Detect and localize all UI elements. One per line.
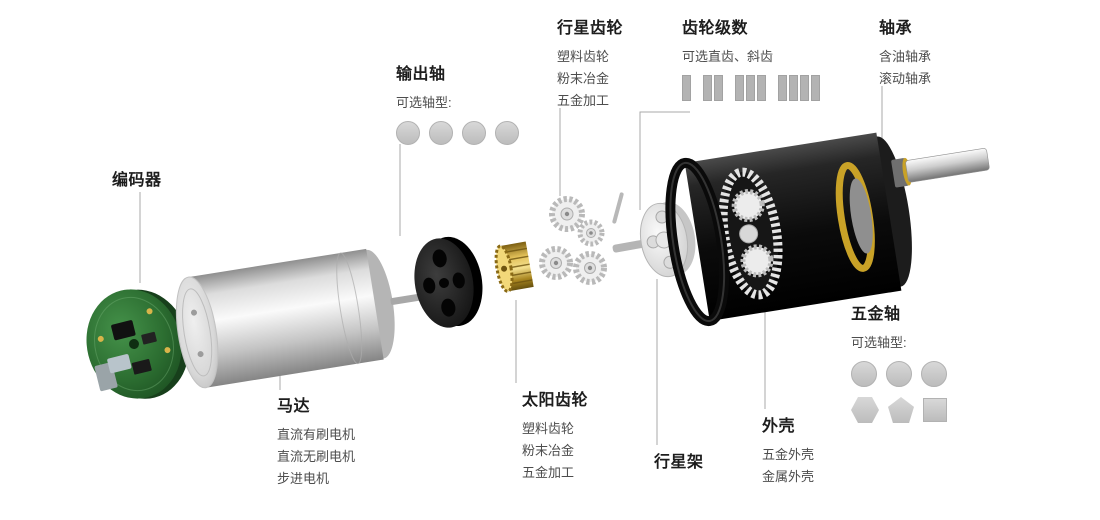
planet-gears-part <box>539 192 624 285</box>
metal-shaft-type-icons-row2 <box>851 397 947 423</box>
sun-gear-part <box>494 241 534 293</box>
output-shaft-type-icons <box>396 121 519 145</box>
shaft-type-circle-icon <box>851 361 877 387</box>
output-shaft-part <box>891 148 990 188</box>
shaft-type-pentagon-icon <box>888 397 914 423</box>
gear-pin <box>612 192 624 224</box>
gear-stages-title: 齿轮级数 <box>682 20 749 37</box>
leader-lines <box>139 86 883 445</box>
shaft-type-square-icon <box>923 398 947 422</box>
planetary-gear-option: 五金加工 <box>557 93 610 108</box>
metal-shaft-title: 五金轴 <box>851 306 901 323</box>
stage-icon-1 <box>682 75 691 101</box>
sun-gear-option: 粉末冶金 <box>522 443 575 458</box>
housing-title: 外壳 <box>762 418 796 435</box>
gear-stages-subtitle: 可选直齿、斜齿 <box>682 49 774 64</box>
motor-body-part <box>175 248 425 389</box>
bearing-option: 含油轴承 <box>879 49 932 64</box>
shaft-type-circle-icon <box>396 121 420 145</box>
label-planet-carrier: 行星架 <box>654 448 704 472</box>
motor-title: 马达 <box>277 398 311 415</box>
planet-carrier-title: 行星架 <box>654 454 704 471</box>
motor-option: 直流无刷电机 <box>277 449 356 464</box>
housing-option: 五金外壳 <box>762 447 815 462</box>
planet-carrier-part <box>612 201 696 278</box>
label-gear-stages: 齿轮级数 可选直齿、斜齿 <box>682 14 820 101</box>
bearing-title: 轴承 <box>879 20 913 37</box>
label-sun-gear: 太阳齿轮 塑料齿轮 粉末冶金 五金加工 <box>522 386 588 484</box>
planetary-gear-option: 粉末冶金 <box>557 71 610 86</box>
label-housing: 外壳 五金外壳 金属外壳 <box>762 412 814 488</box>
label-metal-shaft: 五金轴 可选轴型: <box>851 300 947 423</box>
label-motor: 马达 直流有刷电机 直流无刷电机 步进电机 <box>277 392 355 490</box>
planetary-gear-option: 塑料齿轮 <box>557 49 610 64</box>
gearbox-end-cap-part <box>414 236 483 328</box>
shaft-type-circle-icon <box>886 361 912 387</box>
sun-gear-option: 塑料齿轮 <box>522 421 575 436</box>
housing-option: 金属外壳 <box>762 469 815 484</box>
output-shaft-subtitle: 可选轴型: <box>396 95 452 110</box>
shaft-type-circle-icon <box>495 121 519 145</box>
encoder-pcb-part <box>86 289 189 399</box>
planetary-gear-title: 行星齿轮 <box>557 20 624 37</box>
encoder-title: 编码器 <box>112 172 162 189</box>
metal-shaft-subtitle: 可选轴型: <box>851 335 907 350</box>
stage-icon-3 <box>735 75 766 101</box>
shaft-type-hexagon-icon <box>851 397 879 423</box>
bearing-option: 滚动轴承 <box>879 71 932 86</box>
label-planetary-gear: 行星齿轮 塑料齿轮 粉末冶金 五金加工 <box>557 14 623 112</box>
label-bearing: 轴承 含油轴承 滚动轴承 <box>879 14 931 90</box>
sun-gear-option: 五金加工 <box>522 465 575 480</box>
gear-stage-count-icons <box>682 75 820 101</box>
metal-shaft-type-icons-row1 <box>851 361 947 387</box>
output-shaft-title: 输出轴 <box>396 66 446 83</box>
housing-part <box>665 132 912 327</box>
label-encoder: 编码器 <box>112 166 162 190</box>
shaft-type-circle-icon <box>462 121 486 145</box>
motor-option: 直流有刷电机 <box>277 427 356 442</box>
stage-icon-2 <box>703 75 723 101</box>
motor-option: 步进电机 <box>277 471 330 486</box>
shaft-type-circle-icon <box>429 121 453 145</box>
label-output-shaft: 输出轴 可选轴型: <box>396 60 519 145</box>
leader-gear-stages <box>639 111 690 210</box>
stage-icon-4 <box>778 75 820 101</box>
shaft-type-circle-icon <box>921 361 947 387</box>
sun-gear-title: 太阳齿轮 <box>522 392 589 409</box>
